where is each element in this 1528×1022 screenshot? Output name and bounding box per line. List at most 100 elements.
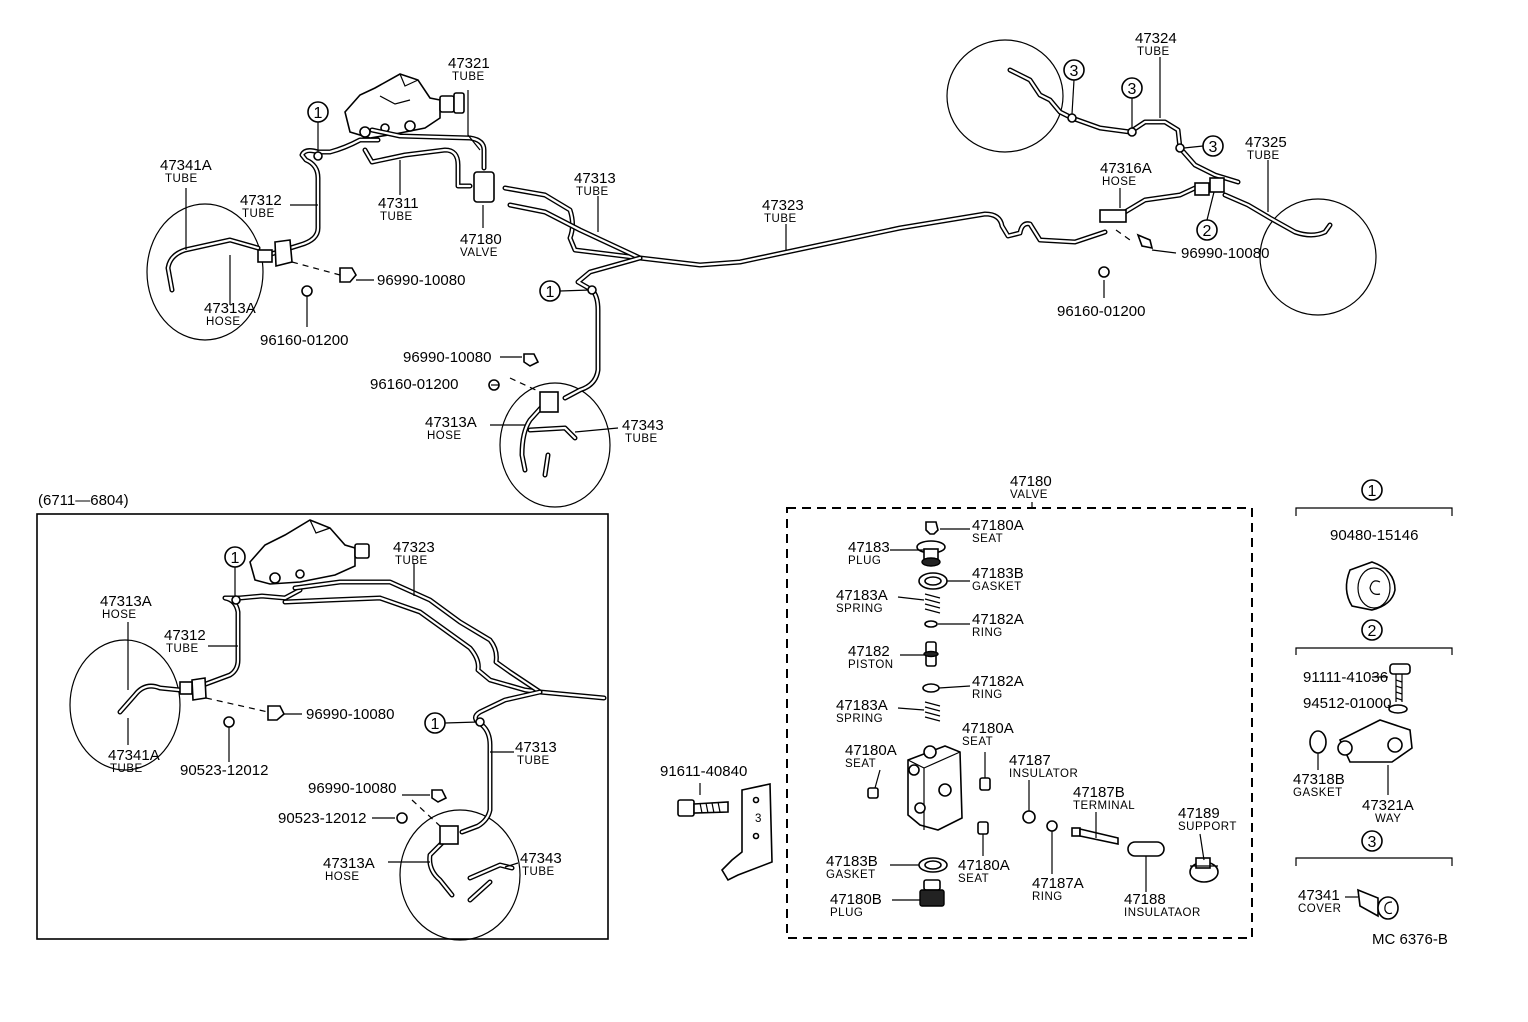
svg-text:47343: 47343: [622, 417, 664, 434]
gasket-icon: [1309, 730, 1327, 754]
svg-text:47312: 47312: [240, 192, 282, 209]
svg-text:3: 3: [1070, 63, 1079, 80]
svg-text:TUBE: TUBE: [110, 763, 143, 775]
circled-ref-1: 1: [224, 546, 246, 605]
svg-text:47182: 47182: [848, 643, 890, 660]
svg-text:1: 1: [1368, 483, 1377, 500]
label-47325: 47325 TUBE: [1245, 134, 1287, 162]
svg-text:TUBE: TUBE: [1247, 150, 1280, 162]
label-47183-plug: 47183 PLUG: [848, 539, 890, 567]
drawing-code: MC 6376-B: [1372, 931, 1448, 948]
wheel-rear-right: [1259, 198, 1377, 316]
svg-text:47183A: 47183A: [836, 697, 888, 714]
svg-text:47180: 47180: [1010, 473, 1052, 490]
label-47187B-terminal: 47187B TERMINAL: [1073, 784, 1135, 812]
label-47313A-variant-right: 47313A HOSE: [323, 855, 375, 883]
svg-text:HOSE: HOSE: [325, 871, 360, 883]
label-47187A-ring: 47187A RING: [1032, 875, 1084, 903]
washer-icon: [223, 716, 235, 728]
label-47187-insulator: 47187 INSULATOR: [1009, 752, 1078, 780]
svg-text:HOSE: HOSE: [1102, 176, 1137, 188]
label-47341A-variant: 47341A TUBE: [108, 747, 160, 775]
label-47313A-variant: 47313A HOSE: [100, 593, 152, 621]
svg-text:INSULATOR: INSULATOR: [1009, 768, 1078, 780]
svg-text:TUBE: TUBE: [576, 186, 609, 198]
label-47180B-plug: 47180B PLUG: [830, 891, 882, 919]
svg-text:3: 3: [755, 813, 762, 825]
master-cylinder: [344, 73, 465, 139]
ref-96990-10080: 96990-10080: [1181, 245, 1269, 262]
svg-text:47180A: 47180A: [972, 517, 1024, 534]
circled-ref-3: 3: [1063, 59, 1085, 123]
bolt-icon: [1389, 663, 1411, 675]
label-47343: 47343 TUBE: [622, 417, 664, 445]
svg-text:47313: 47313: [515, 739, 557, 756]
variant-box-label: (6711—6804): [38, 492, 129, 509]
cover-icon: [1357, 888, 1379, 918]
ref-90523-12012: 90523-12012: [278, 810, 366, 827]
svg-text:1: 1: [431, 716, 440, 733]
wheel-rear-left: [946, 39, 1064, 153]
svg-text:47187B: 47187B: [1073, 784, 1125, 801]
ref-94512-01000: 94512-01000: [1303, 695, 1391, 712]
svg-text:47313A: 47313A: [323, 855, 375, 872]
svg-text:47341A: 47341A: [160, 157, 212, 174]
hose-fitting: [257, 249, 273, 263]
circled-ref-3: 3: [1121, 77, 1143, 137]
clip-icon: [523, 353, 540, 367]
label-47183A-spring: 47183A SPRING: [836, 697, 888, 725]
svg-text:PISTON: PISTON: [848, 659, 894, 671]
junction-block: [1209, 177, 1225, 193]
circled-ref-2: 2: [1196, 191, 1218, 241]
svg-text:3: 3: [1209, 139, 1218, 156]
svg-text:TUBE: TUBE: [625, 433, 658, 445]
svg-text:2: 2: [1203, 223, 1212, 240]
label-47341A: 47341A TUBE: [160, 157, 212, 185]
label-47180A-seat: 47180A SEAT: [972, 517, 1024, 545]
svg-text:2: 2: [1368, 623, 1377, 640]
svg-text:47323: 47323: [393, 539, 435, 556]
svg-text:47316A: 47316A: [1100, 160, 1152, 177]
proportioning-valve: [473, 171, 495, 203]
ref-90523-12012: 90523-12012: [180, 762, 268, 779]
svg-text:SEAT: SEAT: [958, 873, 989, 885]
inset-3: 3 47341 COVER MC 6376-B: [1295, 830, 1453, 948]
label-47183B-gasket: 47183B GASKET: [972, 565, 1024, 593]
svg-text:47183B: 47183B: [826, 853, 878, 870]
label-47180A-seat: 47180A SEAT: [845, 742, 897, 770]
svg-text:TUBE: TUBE: [166, 643, 199, 655]
valve-exploded-box: 47180 VALVE: [786, 473, 1253, 939]
label-47318B-gasket: 47318B GASKET: [1293, 771, 1345, 799]
circled-ref-1: 1: [424, 712, 485, 734]
ref-96160-01200: 96160-01200: [370, 376, 458, 393]
label-47180-valve: 47180 VALVE: [460, 231, 502, 259]
label-47189-support: 47189 SUPPORT: [1178, 805, 1237, 833]
svg-text:COVER: COVER: [1298, 903, 1341, 915]
svg-text:1: 1: [231, 550, 240, 567]
svg-text:47323: 47323: [762, 197, 804, 214]
svg-text:SUPPORT: SUPPORT: [1178, 821, 1237, 833]
svg-text:47180A: 47180A: [845, 742, 897, 759]
svg-text:1: 1: [314, 105, 323, 122]
svg-text:91611-40840: 91611-40840: [660, 763, 747, 780]
svg-text:47180A: 47180A: [962, 720, 1014, 737]
svg-text:47187: 47187: [1009, 752, 1051, 769]
svg-text:TUBE: TUBE: [165, 173, 198, 185]
label-47188-insulataor: 47188 INSULATAOR: [1124, 891, 1200, 919]
front-hose-bracket: [539, 391, 559, 413]
svg-text:47180: 47180: [460, 231, 502, 248]
label-47323-variant: 47323 TUBE: [393, 539, 435, 567]
wheel-front-right: [499, 382, 611, 508]
label-47182A-ring: 47182A RING: [972, 673, 1024, 701]
svg-text:SPRING: SPRING: [836, 603, 883, 615]
svg-text:PLUG: PLUG: [830, 907, 863, 919]
svg-text:TUBE: TUBE: [242, 208, 275, 220]
svg-text:1: 1: [546, 284, 555, 301]
svg-text:SEAT: SEAT: [845, 758, 876, 770]
ref-90480-15146: 90480-15146: [1330, 527, 1418, 544]
clip-icon: [431, 789, 448, 803]
label-47321A-way: 47321A WAY: [1362, 797, 1414, 825]
label-47324: 47324 TUBE: [1135, 30, 1177, 58]
svg-text:47182A: 47182A: [972, 611, 1024, 628]
clip-icon: [339, 267, 357, 283]
